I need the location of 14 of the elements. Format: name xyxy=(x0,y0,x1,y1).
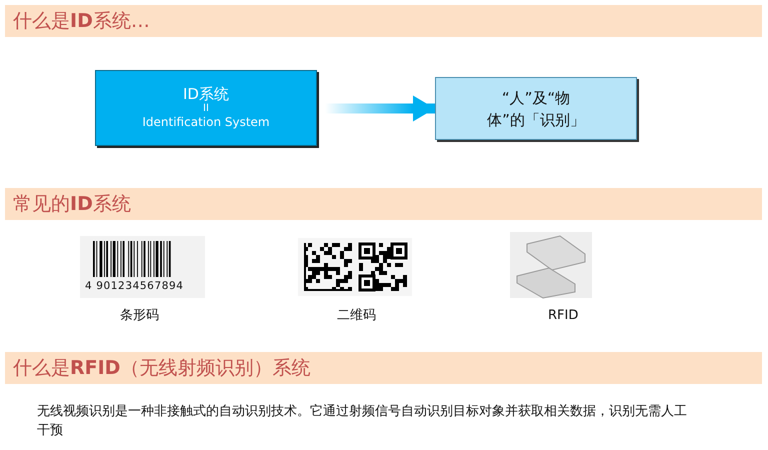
image-caption: RFID xyxy=(548,307,578,325)
image-caption: 二维码 xyxy=(337,307,376,325)
process-box xyxy=(95,70,317,146)
description-text: 无线视频识别是一种非接触式的自动识别技术。它通过射频信号自动识别目标对象并获取相关数据，识别无需人工干预 xyxy=(37,403,688,440)
box-text: II xyxy=(203,102,209,114)
arrow xyxy=(325,96,435,122)
box-text: ID系统 xyxy=(183,86,229,102)
section-heading: 常见的ID系统 xyxy=(5,188,762,220)
box-text: “人”及“物体”的「识别」 xyxy=(486,88,586,130)
result-box xyxy=(435,77,637,140)
section-heading: 什么是ID系统… xyxy=(5,5,762,37)
box-text: Identification System xyxy=(142,114,270,130)
image-caption: 条形码 xyxy=(120,307,159,325)
section-heading: 什么是RFID（无线射频识别）系统 xyxy=(5,352,762,384)
